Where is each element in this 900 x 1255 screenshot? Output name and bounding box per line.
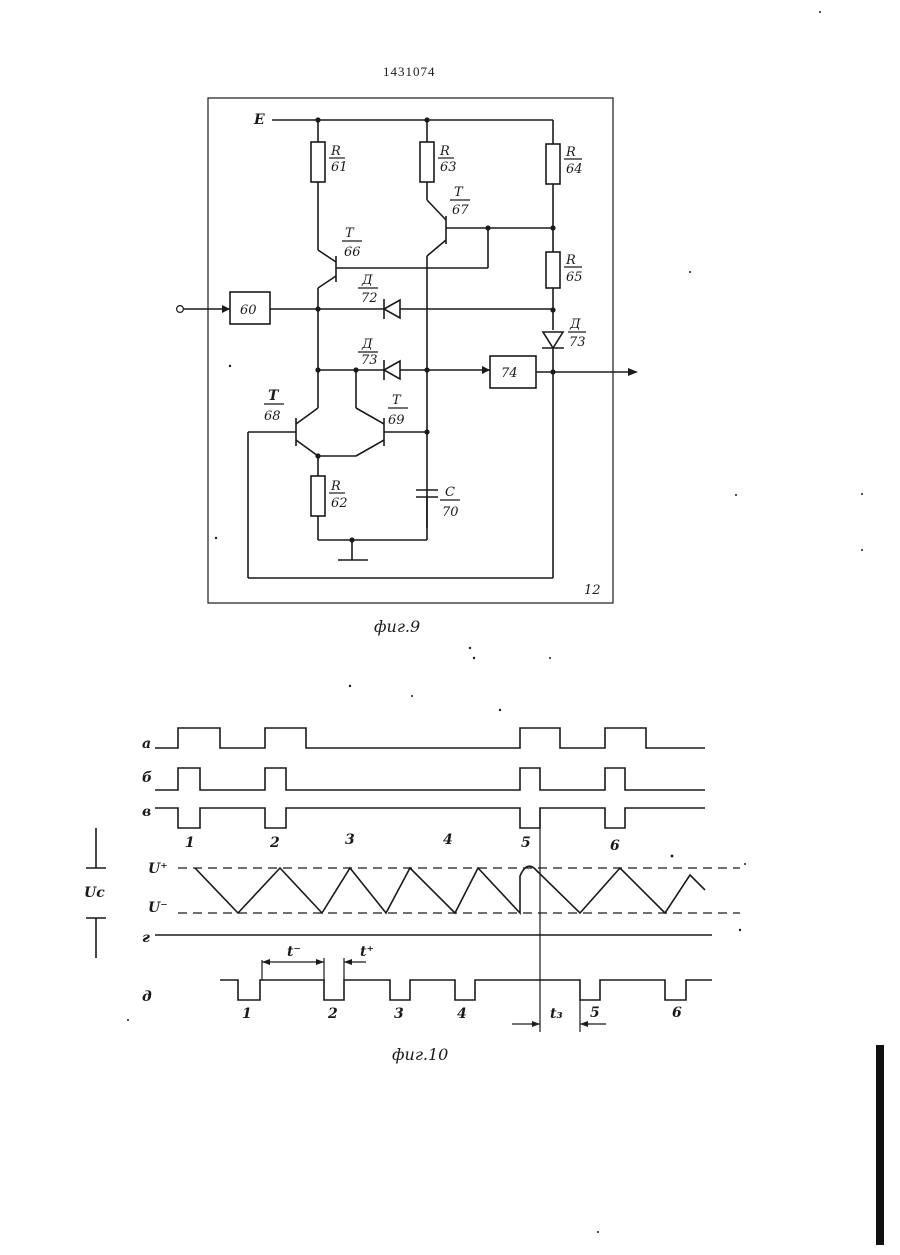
r65-num: 65 xyxy=(566,270,583,285)
block-60-label: 60 xyxy=(240,303,257,318)
c70-num: 70 xyxy=(442,505,459,520)
resistor-r64: R 64 xyxy=(546,120,583,252)
node xyxy=(315,306,320,311)
t-minus-label: t⁻ xyxy=(287,944,301,960)
r61-type: R xyxy=(330,144,341,159)
interval-arrows xyxy=(262,958,366,980)
pulse-d-4: 4 xyxy=(457,1006,467,1022)
node xyxy=(424,367,429,372)
pulse-v-5: 5 xyxy=(521,835,531,851)
diode-d73: Д 73 xyxy=(542,317,586,578)
d72-type: Д xyxy=(361,337,373,352)
row-label-a: а xyxy=(142,736,151,752)
row-label-b: б xyxy=(142,770,152,786)
d73-num: 73 xyxy=(569,335,586,350)
diode-d72-row: Д 73 74 xyxy=(318,337,638,388)
r61-num: 61 xyxy=(331,160,348,175)
t68-type: T xyxy=(268,388,280,404)
pulse-v-6: 6 xyxy=(610,838,620,854)
r63-num: 63 xyxy=(440,160,457,175)
fig9-caption: фиг.9 xyxy=(374,617,420,636)
block-74-label: 74 xyxy=(501,366,518,381)
pulse-d-2: 2 xyxy=(327,1006,338,1022)
pulse-v-4: 4 xyxy=(443,832,453,848)
resistor-r63: R 63 xyxy=(420,120,457,200)
node xyxy=(315,453,320,458)
ground xyxy=(318,537,427,560)
trace-v xyxy=(155,808,705,828)
diode-d71: Д 72 xyxy=(358,273,400,319)
pulse-v-3: 3 xyxy=(345,832,355,848)
u-plus-label: U⁺ xyxy=(148,861,168,877)
u-minus-label: U⁻ xyxy=(148,900,168,916)
resistor-r62: R 62 xyxy=(311,476,348,540)
t67-num: 67 xyxy=(452,203,469,218)
r64-num: 64 xyxy=(566,162,583,177)
node xyxy=(550,307,555,312)
t69-num: 69 xyxy=(388,413,405,428)
fig9-schematic: 12 E R 61 R 63 R xyxy=(177,98,638,603)
node xyxy=(424,429,429,434)
t66-num: 66 xyxy=(344,245,361,260)
c70-type: C xyxy=(445,485,455,500)
scan-edge-bar xyxy=(876,1045,884,1245)
r62-type: R xyxy=(330,479,341,494)
row-label-d: д xyxy=(142,989,152,1005)
row-label-g: г xyxy=(142,930,150,946)
trace-d xyxy=(220,980,712,1000)
d71-type: Д xyxy=(361,273,373,288)
r63-type: R xyxy=(439,144,450,159)
fig10-timing: а б в г д 1 2 3 4 5 6 Uc U⁺ U⁻ xyxy=(84,728,740,1032)
input-terminal xyxy=(177,306,184,313)
node xyxy=(485,225,490,230)
transistor-t68: T 68 xyxy=(248,370,318,578)
patent-number: 1431074 xyxy=(383,64,436,79)
transistor-t66: T 66 xyxy=(318,226,488,370)
resistor-r61: R 61 xyxy=(311,120,348,250)
capacitor-c70: C 70 xyxy=(416,485,460,540)
trace-b xyxy=(155,768,705,790)
block-12-label: 12 xyxy=(584,583,601,598)
t69-type: T xyxy=(392,393,402,408)
r65-type: R xyxy=(565,253,576,268)
capacitor-voltage-wave xyxy=(195,866,705,913)
r64-type: R xyxy=(565,145,576,160)
row-label-v: в xyxy=(142,804,151,820)
pulse-d-3: 3 xyxy=(394,1006,404,1022)
pulse-v-2: 2 xyxy=(269,835,280,851)
d71-num: 72 xyxy=(361,291,378,306)
transistor-t69: T 69 xyxy=(356,370,427,456)
t67-type: T xyxy=(454,185,464,200)
fig10-caption: фиг.10 xyxy=(392,1045,448,1064)
t68-num: 68 xyxy=(264,409,281,424)
d72-num: 73 xyxy=(361,353,378,368)
scan-specks xyxy=(127,11,863,1233)
uc-label: Uc xyxy=(84,885,105,901)
pulse-d-1: 1 xyxy=(242,1006,252,1022)
r62-num: 62 xyxy=(331,496,348,511)
node xyxy=(550,369,555,374)
d73-type: Д xyxy=(569,317,581,332)
trace-a xyxy=(155,728,705,748)
t66-type: T xyxy=(345,226,355,241)
pulse-d-6: 6 xyxy=(672,1005,682,1021)
t3-label: t₃ xyxy=(550,1006,563,1022)
supply-label: E xyxy=(253,112,265,128)
pulse-v-1: 1 xyxy=(185,835,195,851)
pulse-d-5: 5 xyxy=(590,1005,600,1021)
t-plus-label: t⁺ xyxy=(360,944,374,960)
